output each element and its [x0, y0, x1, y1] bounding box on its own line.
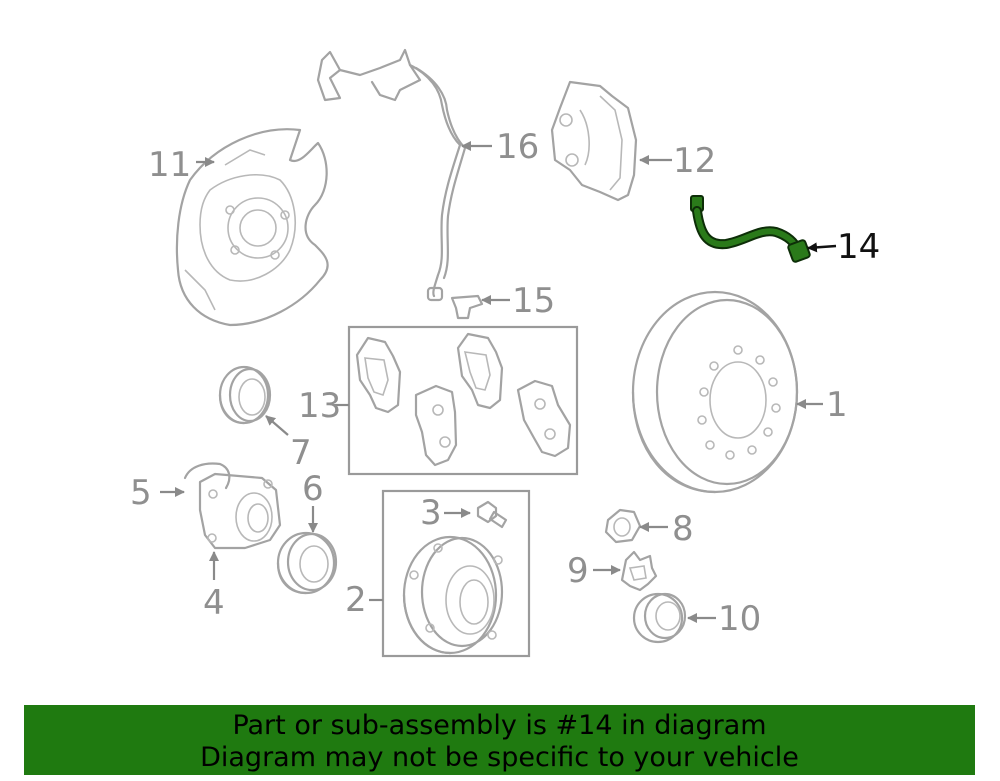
callout-14: 14	[837, 227, 880, 267]
callout-12: 12	[673, 141, 716, 181]
part-12-caliper	[550, 80, 638, 202]
banner-line-2: Diagram may not be specific to your vehi…	[200, 742, 799, 773]
callout-13: 13	[298, 386, 341, 426]
part-8-nut	[604, 508, 642, 544]
part-6-seal	[276, 531, 338, 595]
banner-line-1: Part or sub-assembly is #14 in diagram	[232, 710, 767, 741]
callout-3: 3	[420, 493, 442, 533]
callout-11: 11	[148, 145, 191, 185]
part-14-brake-hose	[690, 195, 811, 263]
part-5-4-bearing	[183, 462, 282, 550]
callout-2: 2	[345, 580, 367, 620]
part-7-seal	[218, 365, 272, 425]
callout-15: 15	[512, 281, 555, 321]
parts-diagram: 11 16 15 12 14	[130, 48, 880, 658]
disclaimer-banner: Part or sub-assembly is #14 in diagram D…	[24, 705, 975, 775]
part-3-bolt	[476, 500, 508, 529]
callout-8: 8	[672, 509, 694, 549]
callout-7: 7	[290, 433, 312, 473]
callout-10: 10	[718, 599, 761, 639]
part-11-dust-shield	[175, 128, 329, 327]
part-1-rotor	[631, 290, 799, 494]
part-13-pad-kit	[347, 325, 579, 476]
part-10-grease-cap	[632, 592, 687, 644]
callout-5: 5	[130, 473, 152, 513]
callout-6: 6	[302, 469, 324, 509]
part-15-sensor	[450, 294, 484, 320]
callout-1: 1	[826, 385, 848, 425]
callout-16: 16	[496, 127, 539, 167]
part-2-hub	[381, 489, 531, 658]
callout-9: 9	[567, 551, 589, 591]
callout-4: 4	[203, 583, 225, 623]
part-16-sensor-wire	[316, 48, 467, 302]
part-9-lock-cap	[620, 550, 658, 592]
